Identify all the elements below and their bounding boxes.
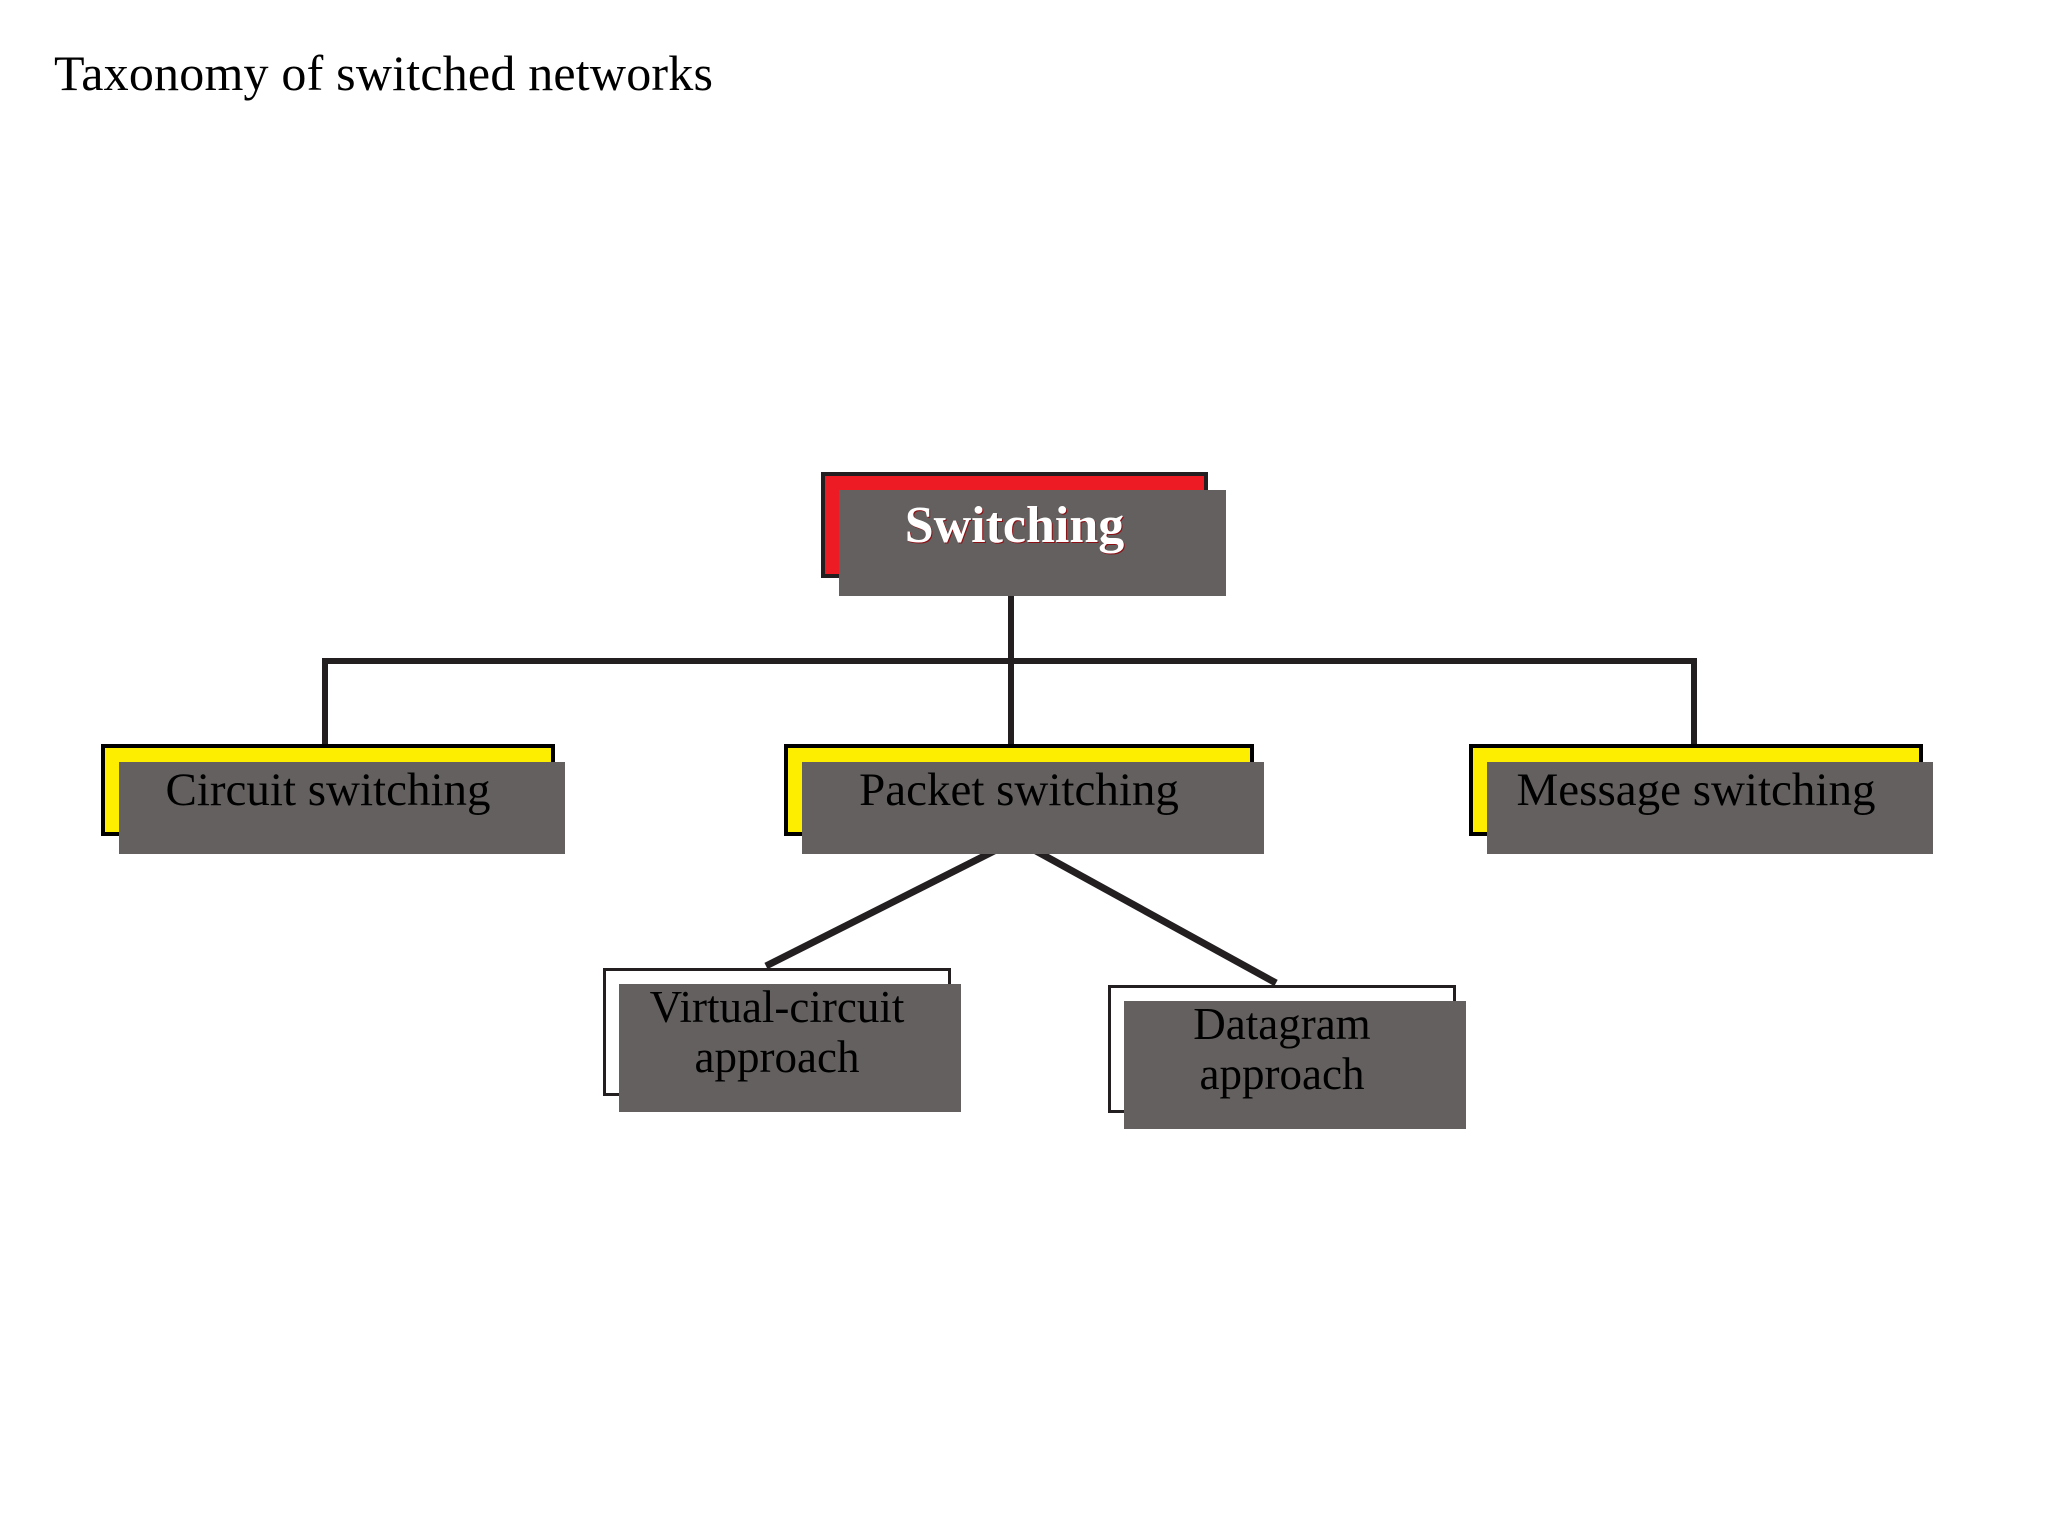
node-virtual-circuit-label: Virtual-circuit approach (606, 982, 948, 1083)
node-circuit-switching[interactable]: Circuit switching (101, 744, 565, 854)
node-virtual-circuit-label-line2: approach (694, 1032, 860, 1082)
node-datagram-approach[interactable]: Datagram approach (1108, 985, 1466, 1129)
node-datagram-label: Datagram approach (1111, 999, 1453, 1100)
node-packet-switching[interactable]: Packet switching (784, 744, 1264, 854)
node-virtual-circuit-label-line1: Virtual-circuit (649, 981, 905, 1032)
node-virtual-circuit-approach[interactable]: Virtual-circuit approach (603, 968, 961, 1112)
node-packet-switching-label: Packet switching (859, 764, 1179, 816)
node-message-switching-label: Message switching (1516, 764, 1876, 816)
edge-to-virtual-circuit (764, 836, 1018, 970)
node-datagram-label-line1: Datagram (1193, 998, 1371, 1049)
node-switching[interactable]: Switching (821, 472, 1226, 596)
node-circuit-switching-label: Circuit switching (165, 764, 491, 816)
edge-to-datagram (1014, 836, 1278, 987)
node-switching-label: Switching (904, 496, 1125, 554)
node-datagram-label-line2: approach (1199, 1049, 1365, 1099)
page-title: Taxonomy of switched networks (54, 45, 714, 101)
node-message-switching[interactable]: Message switching (1469, 744, 1933, 854)
